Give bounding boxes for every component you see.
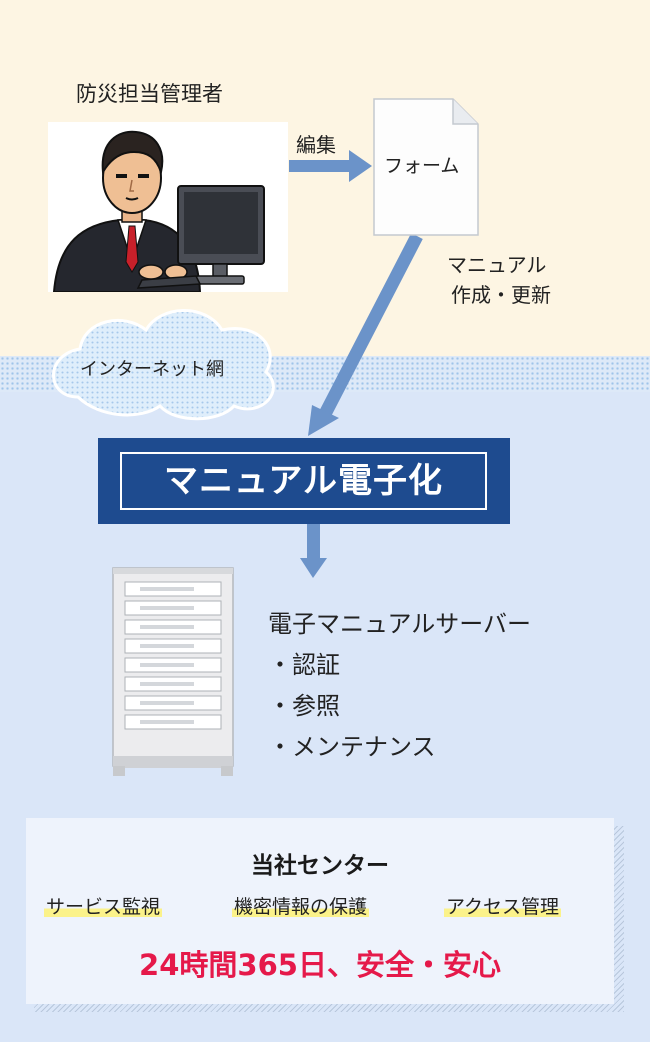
upload-arrow [308,233,423,436]
administrator-at-computer-illustration [48,122,288,293]
server-feature-auth: ・認証 [268,651,340,679]
server-feature-list: 電子マニュアルサーバー ・認証 ・参照 ・メンテナンス [268,604,531,768]
banner-label: マニュアル電子化 [120,452,487,510]
document-label: フォーム [384,155,460,177]
center-slogan: 24時間365日、安全・安心 [139,948,501,982]
update-label-line2: 作成・更新 [451,283,551,307]
service-data-protection: 機密情報の保護 [232,892,370,919]
admin-label: 防災担当管理者 [76,82,223,106]
down-arrow [300,524,327,578]
center-title: 当社センター [251,853,389,879]
server-title: 電子マニュアルサーバー [268,610,532,638]
company-center-box: 当社センター サービス監視 機密情報の保護 アクセス管理 24時間365日、安全… [26,818,614,1004]
digitization-banner: マニュアル電子化 [98,438,510,524]
update-label: マニュアル 作成・更新 [447,250,551,310]
edit-label: 編集 [296,133,336,157]
server-feature-maintenance: ・メンテナンス [268,733,436,761]
edit-arrow [289,150,372,182]
service-access-management: アクセス管理 [444,892,562,919]
update-label-line1: マニュアル [447,253,547,277]
cloud-label: インターネット網 [80,359,224,380]
server-feature-reference: ・参照 [268,692,340,720]
service-monitoring: サービス監視 [44,892,163,919]
